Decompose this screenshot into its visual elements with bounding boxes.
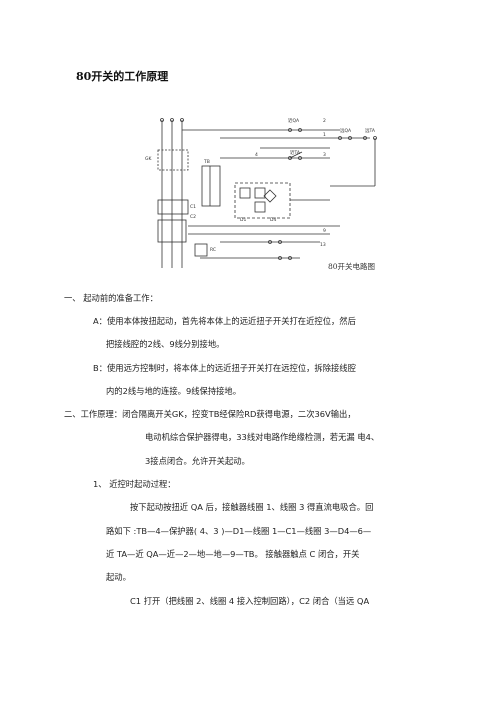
- section1-b-line1: B：使用远方控制时，将本体上的远近扭子开关打在远控位，拆除接线腔: [93, 363, 356, 373]
- document-title: 80开关的工作原理: [76, 70, 169, 83]
- label-c2: C2: [190, 214, 196, 220]
- label-far-ta: 远TA: [365, 127, 376, 134]
- switch-circuit-diagram: GK TB RC 近QA 远QA 远TA 近TA 2 1 3 4 9 13 D1…: [145, 117, 377, 268]
- label-d4: D4: [270, 217, 276, 223]
- label-node-6: 3: [323, 152, 326, 158]
- sub1-p-line1: 按下起动按扭近 QA 后，接触器线圈 1、线圈 3 得直流电吸合。回: [130, 502, 374, 512]
- sub1-p2-line1: C1 打开（把线圈 2、线圈 4 接入控制回路），C2 闭合（当远 QA: [130, 596, 370, 606]
- section1-a-line2: 把接线腔的2线、9线分别接地。: [106, 339, 225, 349]
- label-rc: RC: [210, 247, 216, 253]
- section1-heading: 一、 起动前的准备工作：: [64, 293, 158, 303]
- section2-line3: 3接点闭合。允许开关起动。: [145, 456, 250, 466]
- subsection1-heading: 1、 近控时起动过程：: [93, 479, 176, 489]
- label-tb: TB: [203, 159, 210, 165]
- section2-line2: 电动机综合保护器得电，33线对电路作绝缘检测，若无漏 电4、: [145, 432, 380, 442]
- label-near-qa: 近QA: [288, 117, 300, 124]
- sub1-p-line3: 近 TA—近 QA—近—2—地—地—9—TB。 接触器触点 C 闭合，开关: [106, 549, 360, 559]
- label-far-qa: 远QA: [340, 127, 352, 134]
- label-node-9: 9: [323, 228, 326, 234]
- section1-a-line1: A：使用本体按扭起动，首先将本体上的远近扭子开关打在近控位，然后: [93, 316, 356, 326]
- section1-b-line2: 内的2线与地的连接。9线保持接地。: [106, 386, 242, 396]
- label-node-13: 13: [320, 242, 326, 248]
- label-node-2: 2: [323, 118, 326, 124]
- label-node-4: 4: [255, 152, 258, 158]
- label-gk: GK: [145, 156, 152, 162]
- label-near-ta: 近TA: [290, 149, 301, 156]
- label-d1: D1: [240, 217, 246, 223]
- section2-line1: 二、工作原理：闭合隔离开关GK，控变TB经保险RD获得电源，二次36V输出，: [64, 409, 356, 419]
- label-node-1: 1: [323, 132, 326, 138]
- sub1-p-line4: 起动。: [106, 572, 131, 582]
- label-c1: C1: [190, 204, 196, 210]
- sub1-p-line2: 路如下 :TB—4—保护器( 4、3 )—D1—线圈 1—C1—线圈 3—D4—…: [106, 526, 372, 536]
- diagram-caption: 80开关电路图: [328, 262, 376, 271]
